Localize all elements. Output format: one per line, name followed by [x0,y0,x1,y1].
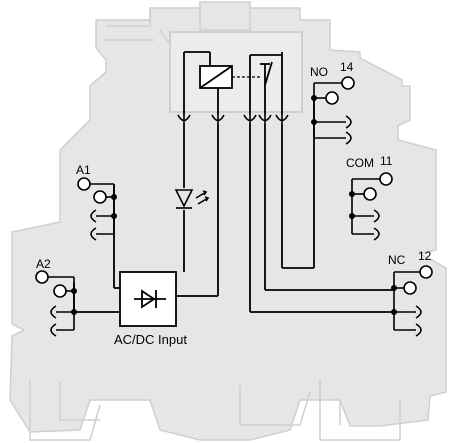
svg-text:A2: A2 [36,257,51,271]
svg-text:COM: COM [346,156,374,170]
led-icon [174,189,210,209]
terminal-nc-12: NC 12 [388,249,433,337]
terminal-a1: A1 [76,163,117,241]
terminal-com-11: COM 11 [346,154,393,241]
input-label: AC/DC Input [114,332,187,347]
svg-text:NC: NC [388,253,406,267]
svg-text:12: 12 [418,249,432,263]
svg-text:11: 11 [380,154,393,168]
terminal-a2: A2 [35,257,77,337]
module-sockets [177,114,289,124]
svg-text:14: 14 [340,60,354,74]
relay-housing [9,1,447,441]
diode-rectifier-icon [119,271,177,327]
changeover-contact-icon [249,52,283,115]
relay-module-box [169,31,303,113]
terminal-no-14: NO 14 [310,60,355,145]
din-clip-bottom [29,380,401,441]
svg-text:A1: A1 [76,163,91,177]
svg-text:NO: NO [310,65,328,79]
